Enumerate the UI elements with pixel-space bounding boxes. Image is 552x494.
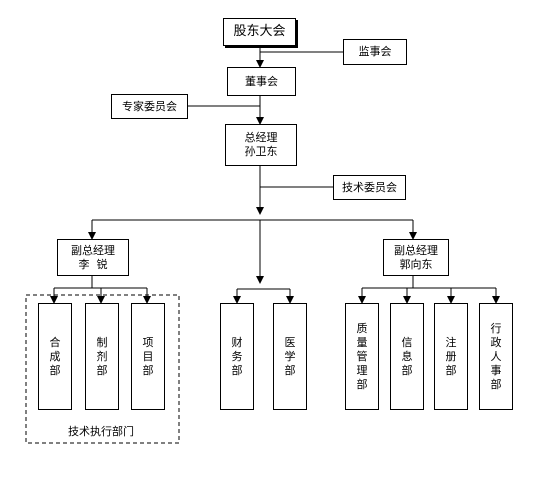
general-manager-node: 总经理 孙卫东	[225, 124, 297, 166]
dept-registration-node: 注册部	[434, 303, 468, 410]
shareholders-node: 股东大会	[223, 18, 296, 46]
dept-medical-node: 医学部	[273, 303, 307, 410]
dept-project-label: 项目部	[142, 335, 154, 377]
dept-info-label: 信息部	[401, 335, 413, 377]
dept-hr-label: 行政人事部	[490, 321, 502, 391]
dept-quality-node: 质量管理部	[345, 303, 379, 410]
experts-label: 专家委员会	[122, 99, 177, 113]
tech-execution-group-border	[25, 294, 180, 444]
dept-finance-node: 财务部	[220, 303, 254, 410]
vgm-right-name: 郭向东	[399, 257, 433, 271]
experts-node: 专家委员会	[111, 94, 188, 119]
dept-formulation-node: 制剂部	[85, 303, 119, 410]
dept-medical-label: 医学部	[284, 335, 296, 377]
vgm-right-title: 副总经理	[394, 243, 438, 257]
board-node: 董事会	[227, 67, 296, 96]
general-manager-name: 孙卫东	[244, 145, 278, 158]
dept-synthesis-node: 合成部	[38, 303, 72, 410]
supervisors-label: 监事会	[358, 45, 392, 58]
tech-execution-group-label: 技术执行部门	[68, 425, 134, 438]
general-manager-title: 总经理	[244, 131, 278, 144]
tech-committee-node: 技术委员会	[333, 175, 406, 200]
shareholders-label: 股东大会	[233, 24, 286, 39]
vgm-left-node: 副总经理 李 锐	[57, 239, 129, 276]
dept-synthesis-label: 合成部	[49, 335, 61, 377]
vgm-right-node: 副总经理 郭向东	[383, 239, 449, 276]
dept-project-node: 项目部	[131, 303, 165, 410]
dept-info-node: 信息部	[390, 303, 424, 410]
vgm-left-title: 副总经理	[71, 243, 115, 257]
dept-registration-label: 注册部	[445, 335, 457, 377]
dept-hr-node: 行政人事部	[479, 303, 513, 410]
vgm-left-name: 李 锐	[78, 257, 108, 271]
tech-committee-label: 技术委员会	[342, 180, 397, 194]
supervisors-node: 监事会	[343, 39, 407, 65]
dept-finance-label: 财务部	[231, 335, 243, 377]
dept-quality-label: 质量管理部	[356, 321, 368, 391]
dept-formulation-label: 制剂部	[96, 335, 108, 377]
board-label: 董事会	[245, 74, 278, 88]
